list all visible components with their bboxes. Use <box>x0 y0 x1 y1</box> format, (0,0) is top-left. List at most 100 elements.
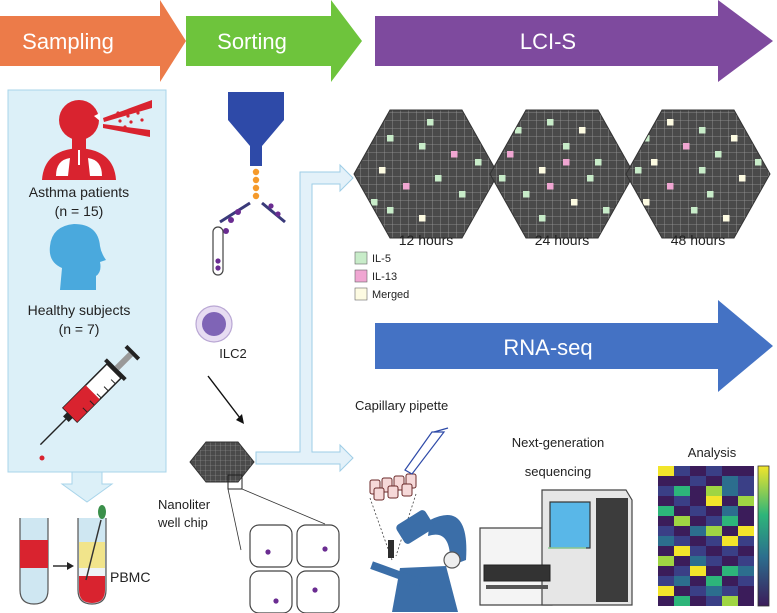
heatmap-cell <box>738 596 754 606</box>
rnaseq-stage-label: RNA-seq <box>503 335 592 360</box>
asthma-count-label: (n = 15) <box>55 203 104 219</box>
nanowell-signal <box>507 151 514 158</box>
heatmap-cell <box>706 526 722 536</box>
heatmap-cell <box>674 576 690 586</box>
sampling-stage-arrow: Sampling <box>0 0 186 82</box>
heatmap-cell <box>706 556 722 566</box>
heatmap-cell <box>674 516 690 526</box>
heatmap-cell <box>674 566 690 576</box>
heatmap-cell <box>722 516 738 526</box>
heatmap-cell <box>706 466 722 476</box>
heatmap-cell <box>658 466 674 476</box>
heatmap-cell <box>658 486 674 496</box>
heatmap-cell <box>738 486 754 496</box>
heatmap-cell <box>690 596 706 606</box>
heatmap-cell <box>722 536 738 546</box>
heatmap-cell <box>658 526 674 536</box>
heatmap-cell <box>658 476 674 486</box>
nanowell-signal <box>515 127 522 134</box>
nanowell-signal <box>683 143 690 150</box>
chip-outline <box>489 109 635 239</box>
heatmap-cell <box>690 566 706 576</box>
heatmap-cell <box>690 506 706 516</box>
nanowell-signal <box>499 175 506 182</box>
heatmap-cell <box>674 586 690 596</box>
microscope-icon <box>369 427 467 612</box>
nanowell-signal <box>547 183 554 190</box>
blood-tube-separated <box>77 505 107 605</box>
legend-swatch-merged <box>354 287 368 301</box>
heatmap-cell <box>674 556 690 566</box>
heatmap-cell <box>658 546 674 556</box>
heatmap-cell <box>658 536 674 546</box>
heatmap-cell <box>690 496 706 506</box>
wells-cells <box>265 546 328 604</box>
nanowell-signal <box>451 151 458 158</box>
lcis-stage-label: LCI-S <box>520 29 576 54</box>
heatmap-cell <box>738 526 754 536</box>
nanowell-signal <box>523 191 530 198</box>
time-labels: 12 hours 24 hours 48 hours <box>399 232 725 248</box>
time-label-12h: 12 hours <box>399 232 453 248</box>
nanowell-signal <box>739 175 746 182</box>
heatmap-cell <box>658 596 674 606</box>
nanowell-signal <box>419 143 426 150</box>
heatmap-cell <box>722 496 738 506</box>
heatmap-cell <box>722 526 738 536</box>
sampling-panel: Asthma patients (n = 15) Healthy subject… <box>7 89 167 503</box>
heatmap-cell <box>674 536 690 546</box>
cell-to-chip-arrowhead <box>236 414 244 424</box>
heatmap-cell <box>722 576 738 586</box>
nanoliter-chip-icon <box>189 441 326 551</box>
nanowell-signal <box>643 199 650 206</box>
legend-swatch-il13 <box>354 269 368 283</box>
heatmap-cell <box>674 546 690 556</box>
heatmap-cell <box>722 596 738 606</box>
ngs-label-line1: Next-generation <box>512 435 605 450</box>
healthy-subjects-label: Healthy subjects <box>28 302 131 318</box>
heatmap-cell <box>690 526 706 536</box>
heatmap-cell <box>658 506 674 516</box>
analysis-heatmap <box>658 466 754 606</box>
tube-transfer-arrowhead <box>67 562 74 570</box>
sampling-stage-label: Sampling <box>22 29 114 54</box>
heatmap-cell <box>706 486 722 496</box>
legend-label-il13: IL-13 <box>372 271 397 283</box>
heatmap-cell <box>674 506 690 516</box>
heatmap-cell <box>658 556 674 566</box>
cell-sorter-icon <box>212 92 286 276</box>
heatmap-cell <box>722 506 738 516</box>
chip-to-lcis-connector <box>255 163 354 473</box>
nanowell-signal <box>595 159 602 166</box>
capillary-pipette-label: Capillary pipette <box>355 398 448 413</box>
heatmap-cell <box>722 546 738 556</box>
nanowell-signal <box>651 159 658 166</box>
heatmap-cell <box>706 506 722 516</box>
healthy-count-label: (n = 7) <box>59 321 100 337</box>
sorting-stage-arrow: Sorting <box>186 0 362 82</box>
nanowell-signal <box>667 119 674 126</box>
heatmap-cell <box>658 566 674 576</box>
down-arrow-to-pbmc <box>60 471 114 503</box>
chip-label-line1: Nanoliter <box>158 497 211 512</box>
blood-drop <box>39 455 45 461</box>
ilc2-label: ILC2 <box>219 346 246 361</box>
heatmap-cell <box>706 536 722 546</box>
legend-label-il5: IL-5 <box>372 253 391 265</box>
heatmap-cell <box>738 506 754 516</box>
nanowell-signal <box>387 207 394 214</box>
heatmap-cell <box>674 596 690 606</box>
nanowell-signal <box>707 191 714 198</box>
heatmap-cell <box>738 536 754 546</box>
nanowell-chip <box>625 109 771 239</box>
cell-to-chip-arrow <box>207 375 241 419</box>
nanowell-signal <box>691 207 698 214</box>
heatmap-cell <box>706 496 722 506</box>
heatmap-cell <box>706 596 722 606</box>
heatmap-cell <box>690 516 706 526</box>
chip-grid <box>626 110 770 238</box>
rnaseq-stage-arrow: RNA-seq <box>375 300 773 392</box>
lcis-chip-row <box>353 109 771 239</box>
asthma-patient-icon <box>42 100 152 180</box>
heatmap-cell <box>722 566 738 576</box>
